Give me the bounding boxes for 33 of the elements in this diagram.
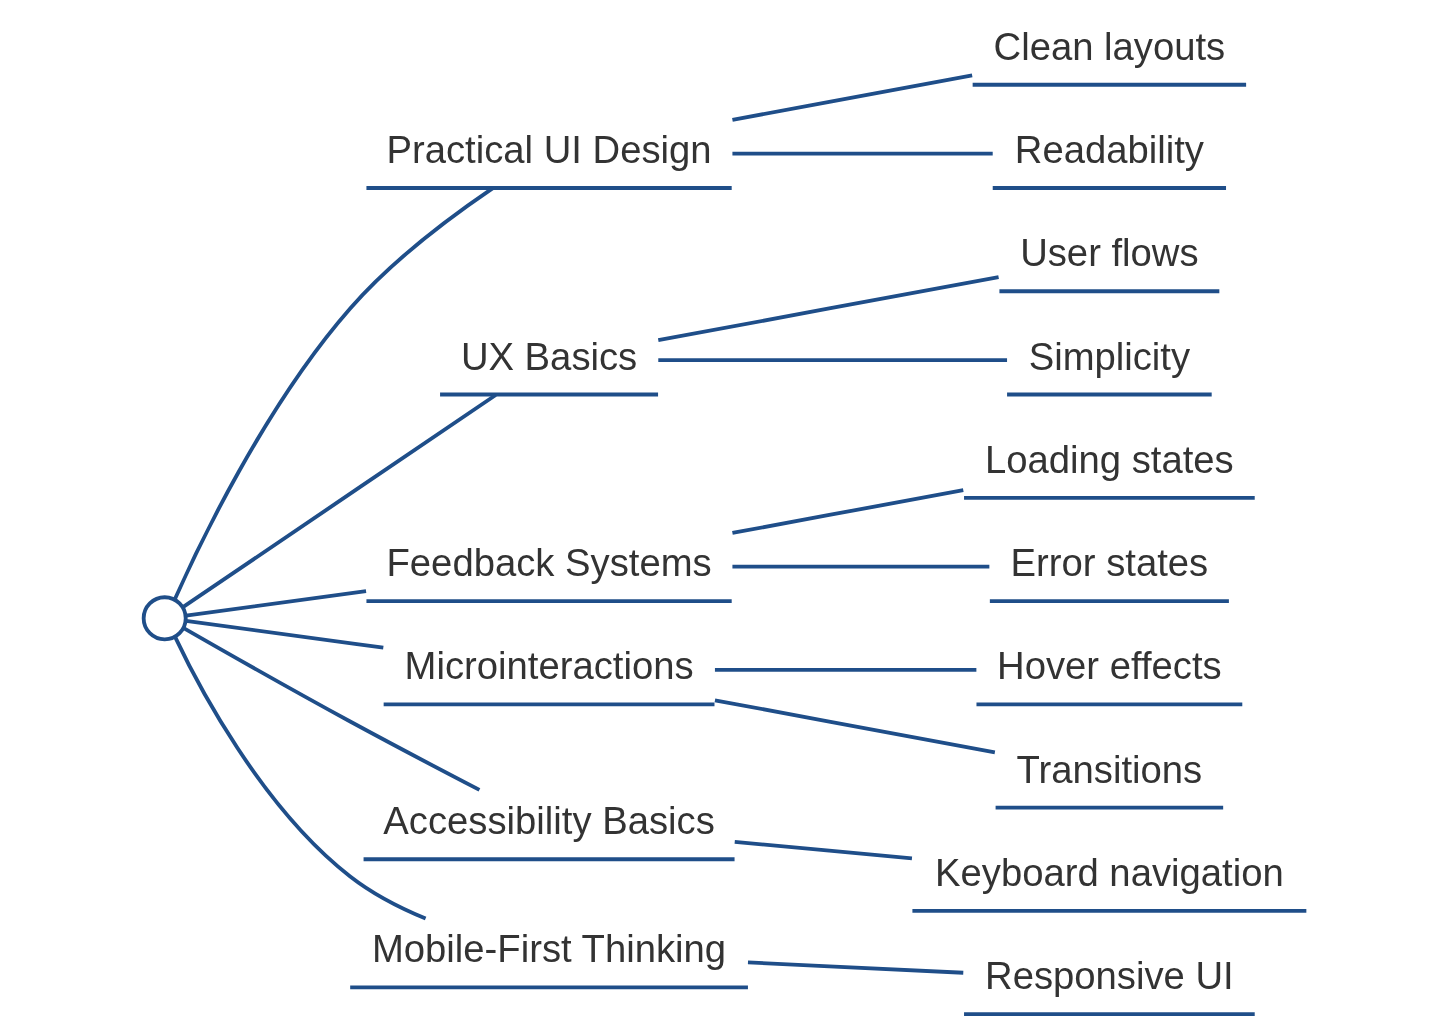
node-text: Microinteractions xyxy=(404,644,694,688)
connector xyxy=(181,393,497,609)
node-text: Accessibility Basics xyxy=(383,799,715,843)
connector xyxy=(182,626,481,792)
connector xyxy=(185,589,367,618)
connector xyxy=(657,275,999,343)
connector xyxy=(173,635,427,921)
connector xyxy=(173,186,494,601)
connector xyxy=(732,564,990,569)
node-text: Transitions xyxy=(1016,747,1203,791)
connector xyxy=(732,73,973,122)
connector xyxy=(747,960,964,975)
node-text: Loading states xyxy=(985,437,1234,481)
node-text: Error states xyxy=(1010,541,1209,585)
node-text: Keyboard navigation xyxy=(935,850,1284,894)
node-text: Readability xyxy=(1014,128,1204,172)
connector xyxy=(732,151,993,156)
node-text: Mobile-First Thinking xyxy=(371,927,727,971)
connector xyxy=(714,668,977,672)
node-text: Hover effects xyxy=(997,644,1222,688)
node-text: UX Basics xyxy=(460,334,638,378)
node-circle xyxy=(141,595,188,642)
connector xyxy=(732,488,964,535)
connector xyxy=(658,358,1008,362)
connector xyxy=(714,698,996,755)
node-text: Feedback Systems xyxy=(386,541,712,585)
node-text: Simplicity xyxy=(1028,334,1191,378)
node-text: Practical UI Design xyxy=(386,128,712,172)
node-text: Responsive UI xyxy=(985,954,1234,998)
connector xyxy=(734,839,913,861)
connector xyxy=(185,619,384,650)
node-text: Clean layouts xyxy=(993,24,1226,68)
node-text: User flows xyxy=(1020,231,1199,275)
